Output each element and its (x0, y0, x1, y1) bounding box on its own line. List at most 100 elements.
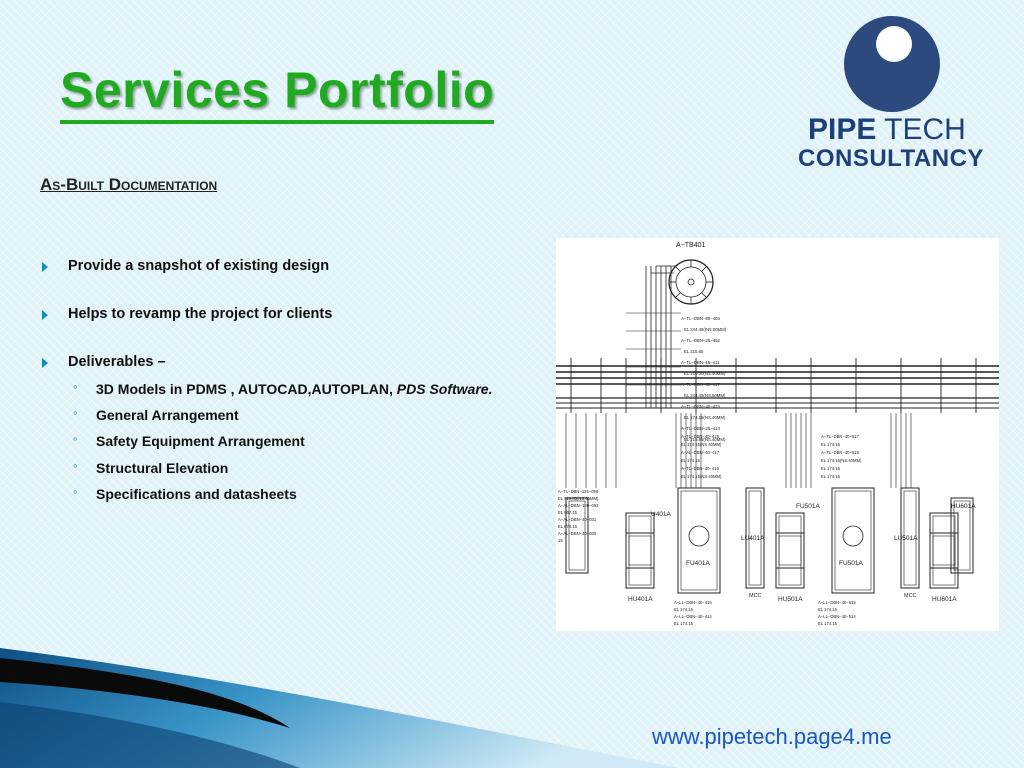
drawing-label: U401A (651, 511, 672, 518)
drawing-label: EL 174.15 (821, 474, 841, 479)
deliverable-text: 3D Models in PDMS , AUTOCAD,AUTOPLAN, (96, 381, 397, 397)
deliverable-item: Specifications and datasheets (68, 484, 500, 503)
equipment-box (625, 512, 655, 569)
deliverable-text: General Arrangement (96, 407, 239, 424)
drawing-label: A−TL−DBN−80−404 (681, 316, 721, 321)
pipe-line (675, 266, 681, 272)
bullet-snapshot: Provide a snapshot of existing design (40, 258, 500, 274)
drawing-label: EL 210.00(NS.40MM) (684, 371, 726, 376)
equipment-box (565, 497, 589, 574)
drawing-label: EL 174.15(NS.40MM) (821, 458, 862, 463)
deliverables-list: 3D Models in PDMS , AUTOCAD,AUTOPLAN, PD… (68, 379, 500, 503)
pipe-line (675, 292, 681, 298)
drawing-label: A−AL−DBN−40−417 (681, 450, 720, 455)
equipment-box (929, 532, 959, 589)
drawing-label: MCC (749, 593, 762, 599)
tank-inner (675, 266, 707, 298)
equipment-inner (903, 490, 917, 586)
drawing-label: MCC (904, 593, 917, 599)
equipment-inner (932, 515, 956, 566)
drawing-label: EL 919.85(NS.65MM) (558, 496, 599, 501)
drawing-label: EL 174.15 (674, 621, 694, 626)
deliverable-item: 3D Models in PDMS , AUTOCAD,AUTOPLAN, PD… (68, 379, 500, 398)
logo-name: PIPE TECH (808, 113, 966, 147)
deliverable-text: Safety Equipment Arrangement (96, 433, 305, 450)
drawing-label: LU401A (741, 535, 765, 542)
logo-circle-icon (844, 16, 940, 112)
slide-subtitle: As-Built Documentation (40, 175, 218, 194)
logo-dot (876, 26, 912, 62)
drawing-label: EL 174.15 (674, 607, 694, 612)
equipment-box (677, 487, 721, 594)
equipment-box (745, 487, 765, 589)
bullet-revamp: Helps to revamp the project for clients (40, 306, 500, 322)
drawing-label: A−LL−DBN−40−415 (674, 600, 712, 605)
equipment-inner (953, 500, 971, 571)
pipetech-logo: PIPE TECH CONSULTANCY (796, 16, 1002, 176)
drawing-label: A−TL−DBN−125−059 (558, 489, 599, 494)
drawing-label: A−TL−DBN−40−418 (681, 434, 720, 439)
equipment-inner (568, 500, 586, 571)
logo-name-bold: PIPE (808, 113, 877, 146)
equipment-nozzle (842, 525, 864, 547)
equipment-inner (778, 515, 802, 566)
bullet-text: Deliverables – (68, 354, 166, 370)
logo-subname: CONSULTANCY (798, 145, 984, 172)
drawing-label: EL 174.15 (818, 607, 838, 612)
drawing-label: LU501A (894, 535, 918, 542)
drawing-label: EL 174.15 (681, 458, 701, 463)
equipment-inner (778, 535, 802, 586)
drawing-label: A−AL−DBN−40−031 (558, 517, 597, 522)
deliverable-item: General Arrangement (68, 405, 500, 424)
drawing-label: FU501A (839, 560, 864, 567)
equipment-box (625, 532, 655, 589)
equipment-inner (628, 515, 652, 566)
drawing-label: A−TL−DBN−25−452 (681, 338, 721, 343)
drawing-label: A−TB401 (676, 242, 705, 249)
equipment-box (831, 487, 875, 594)
drawing-label: EL 215.65 (684, 349, 704, 354)
drawing-label: A−TL−DBN−15−411 (681, 360, 720, 365)
drawing-label: FU401A (686, 560, 711, 567)
swoosh-black (0, 658, 290, 728)
decorative-swoosh (0, 648, 680, 768)
tank-center (687, 278, 695, 286)
deliverable-item: Structural Elevation (68, 458, 500, 477)
equipment-inner (932, 535, 956, 586)
logo-name-regular: TECH (876, 113, 966, 146)
swoosh-dark (0, 702, 300, 768)
drawing-label: 15 (558, 538, 563, 543)
drawing-label: EL 244.45(IN5.00MM) (684, 327, 727, 332)
drawing-label: EL 174.15(NS.40MM) (684, 415, 726, 420)
drawing-label: EL 174.15(NS.40MM) (681, 474, 722, 479)
equipment-nozzle (688, 525, 710, 547)
bullet-text: Helps to revamp the project for clients (68, 306, 333, 322)
drawing-label: EL 174.15 (821, 442, 841, 447)
equipment-box (950, 497, 974, 574)
drawing-label: EL 967.15 (558, 510, 578, 515)
bullet-list: Provide a snapshot of existing design He… (40, 258, 500, 511)
drawing-label: A−TL−DBN−40−415 (681, 404, 721, 409)
drawing-label: EL 174.15(NS.40MM) (681, 442, 722, 447)
deliverable-text: Structural Elevation (96, 459, 229, 476)
pipe-line (701, 266, 707, 272)
drawing-label: HU501A (778, 596, 803, 603)
bullet-text: Provide a snapshot of existing design (68, 258, 330, 274)
drawing-label: EL 215.85(NS.40MM) (684, 437, 726, 442)
bullet-deliverables: Deliverables – 3D Models in PDMS , AUTOC… (40, 354, 500, 503)
footer-website-link[interactable]: www.pipetech.page4.me (652, 724, 892, 749)
drawing-label: HU601A (932, 596, 957, 603)
drawing-label: A−LL−DBN−40−514 (818, 614, 856, 619)
slide-title: Services Portfolio (60, 62, 495, 124)
deliverable-text: Specifications and datasheets (96, 485, 297, 502)
drawing-label: A−TL−DBN−40−416 (681, 466, 720, 471)
equipment-box (775, 512, 805, 569)
drawing-label: A−AL−DBN−40−030 (558, 531, 597, 536)
drawing-label: EL 174.15 (818, 621, 838, 626)
drawing-label: A−TL−DBN−40−517 (821, 434, 860, 439)
drawing-label: EL 244.45(NS.50MM) (684, 393, 726, 398)
equipment-box (775, 532, 805, 589)
drawing-label: A−AL−DBN−100−053 (558, 503, 599, 508)
